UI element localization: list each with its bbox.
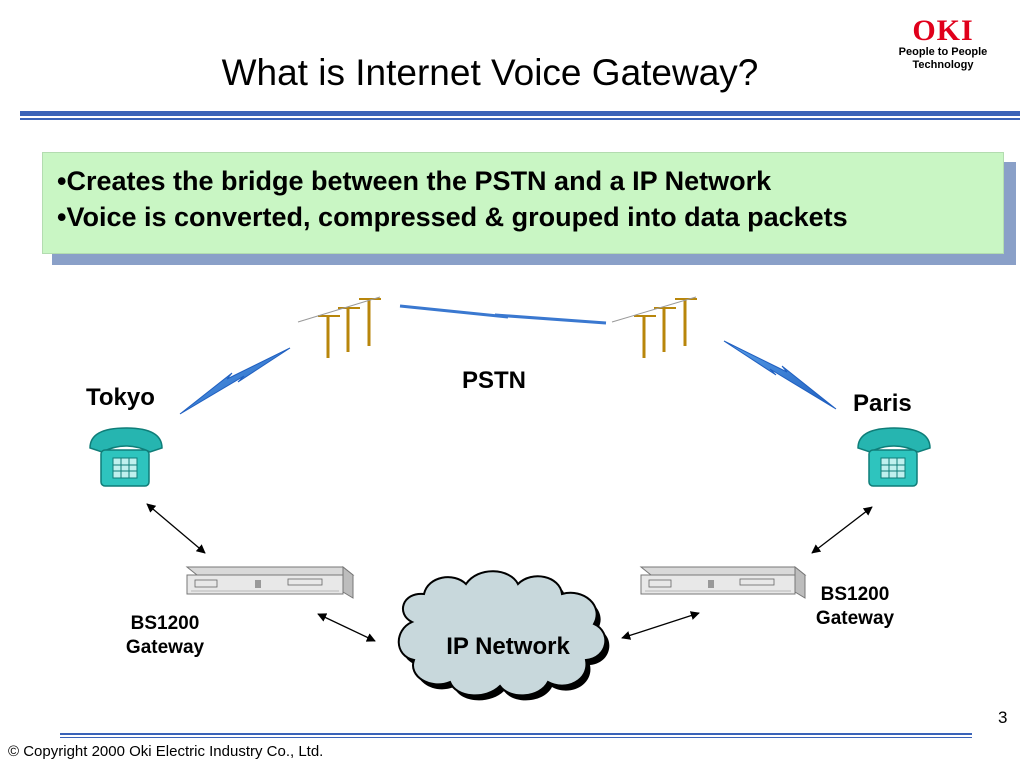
label-tokyo: Tokyo xyxy=(86,384,155,411)
gateway-device-left-icon xyxy=(185,565,355,599)
utility-pole-left-icon xyxy=(297,296,381,358)
header-divider-thin xyxy=(20,118,1020,120)
header-divider xyxy=(20,111,1020,116)
callout-bullet-1: •Creates the bridge between the PSTN and… xyxy=(57,166,772,196)
ip-network-cloud-icon xyxy=(397,570,610,701)
arrow-gateway-cloud-right xyxy=(621,611,700,640)
copyright-text: © Copyright 2000 Oki Electric Industry C… xyxy=(8,743,324,760)
logo-mark: OKI xyxy=(912,14,974,47)
lightning-right-icon xyxy=(723,340,837,410)
gateway-right-name: Gateway xyxy=(815,608,895,629)
footer-divider xyxy=(60,733,972,735)
slide-title: What is Internet Voice Gateway? xyxy=(221,52,759,93)
gateway-right-model: BS1200 xyxy=(820,584,890,605)
label-gateway-left: BS1200 Gateway xyxy=(112,612,218,660)
callout-box: •Creates the bridge between the PSTN and… xyxy=(42,152,1004,254)
utility-pole-right-icon xyxy=(611,296,697,358)
gateway-left-name: Gateway xyxy=(125,637,205,658)
telephone-left-icon xyxy=(89,427,163,487)
telephone-right-icon xyxy=(857,427,931,487)
pstn-link-icon xyxy=(399,304,607,325)
label-gateway-right: BS1200 Gateway xyxy=(800,583,910,631)
arrow-phone-gateway-left xyxy=(146,503,206,554)
arrow-phone-gateway-right xyxy=(811,506,873,554)
label-ip-network: IP Network xyxy=(446,633,570,660)
callout-bullet-2: •Voice is converted, compressed & groupe… xyxy=(57,202,848,232)
gateway-device-right-icon xyxy=(639,565,807,599)
logo-tagline-1: People to People xyxy=(898,46,988,58)
logo-tagline-2: Technology xyxy=(912,59,974,71)
arrow-gateway-cloud-left xyxy=(317,613,376,642)
lightning-left-icon xyxy=(179,347,291,415)
page-number: 3 xyxy=(998,708,1008,727)
footer-divider-thin xyxy=(60,737,972,738)
label-paris: Paris xyxy=(853,390,912,417)
oki-logo: OKI People to People Technology xyxy=(888,16,998,72)
label-pstn: PSTN xyxy=(462,367,527,394)
gateway-left-model: BS1200 xyxy=(130,613,200,634)
